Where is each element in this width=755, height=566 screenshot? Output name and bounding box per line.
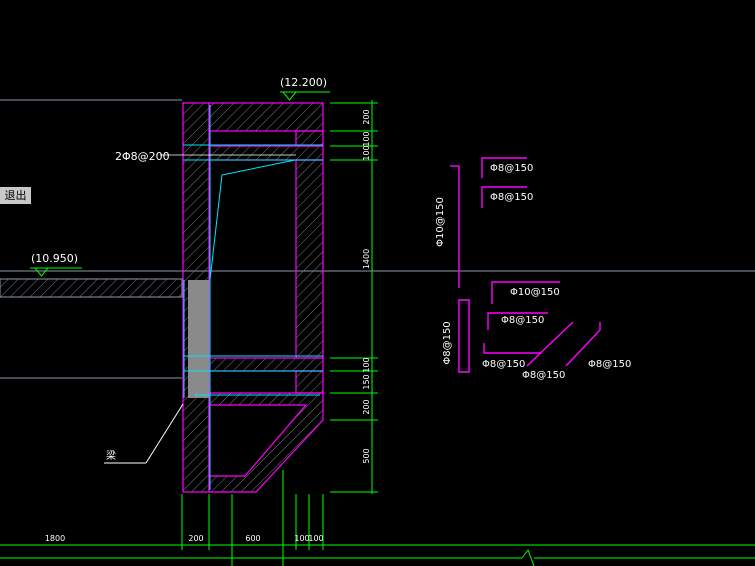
right-dim-8: 500 bbox=[362, 448, 371, 463]
elevation-left-marker: (10.950) bbox=[30, 252, 82, 277]
right-dimension-texts: 200 100 100 1400 100 150 200 500 bbox=[362, 109, 371, 463]
right-dim-4: 1400 bbox=[362, 249, 371, 269]
right-dim-1: 200 bbox=[362, 109, 371, 124]
rebar-label-top-left: 2Φ8@200 bbox=[115, 150, 170, 163]
elevation-left-label: (10.950) bbox=[31, 252, 78, 265]
right-dim-5: 100 bbox=[362, 357, 371, 372]
bottom-dim-5: 100 bbox=[308, 534, 323, 543]
right-dim-6: 150 bbox=[362, 374, 371, 389]
elevation-top-marker: (12.200) bbox=[280, 76, 330, 101]
bottom-dim-3: 600 bbox=[245, 534, 260, 543]
grey-insert bbox=[188, 280, 209, 398]
rebar-label-4: Φ10@150 bbox=[510, 287, 560, 298]
break-line bbox=[521, 548, 535, 566]
bottom-dimension-chain bbox=[0, 470, 755, 566]
rebar-label-8: Φ8@150 bbox=[522, 370, 565, 381]
rebar-label-7: Φ8@150 bbox=[482, 359, 525, 370]
exit-button[interactable]: 退出 bbox=[0, 187, 31, 204]
rebar-label-3: Φ10@150 bbox=[435, 197, 446, 247]
rebar-labels: Φ8@150 Φ8@150 Φ10@150 Φ10@150 Φ8@150 Φ8@… bbox=[435, 163, 631, 381]
right-dim-3: 100 bbox=[362, 145, 371, 160]
right-dim-7: 200 bbox=[362, 399, 371, 414]
inner-lines bbox=[183, 105, 323, 490]
beam-label: 梁 bbox=[106, 449, 116, 462]
section-outline bbox=[182, 102, 324, 493]
rebar-shapes bbox=[450, 157, 601, 373]
rebar-label-2: Φ8@150 bbox=[490, 192, 533, 203]
bottom-dim-1: 1800 bbox=[45, 534, 65, 543]
right-dim-2: 100 bbox=[362, 131, 371, 146]
rebar-label-9: Φ8@150 bbox=[588, 359, 631, 370]
beam-leader: 梁 bbox=[104, 403, 184, 464]
elevation-top-label: (12.200) bbox=[280, 76, 327, 89]
bottom-dim-2: 200 bbox=[188, 534, 203, 543]
rebar-label-6: Φ8@150 bbox=[442, 321, 453, 364]
rebar-label-1: Φ8@150 bbox=[490, 163, 533, 174]
bottom-dimension-texts: 1800 200 600 100 100 bbox=[45, 534, 324, 543]
right-dimension-chain bbox=[330, 100, 378, 494]
bottom-dim-4: 100 bbox=[294, 534, 309, 543]
left-slab bbox=[0, 278, 183, 298]
rebar-label-5: Φ8@150 bbox=[501, 315, 544, 326]
